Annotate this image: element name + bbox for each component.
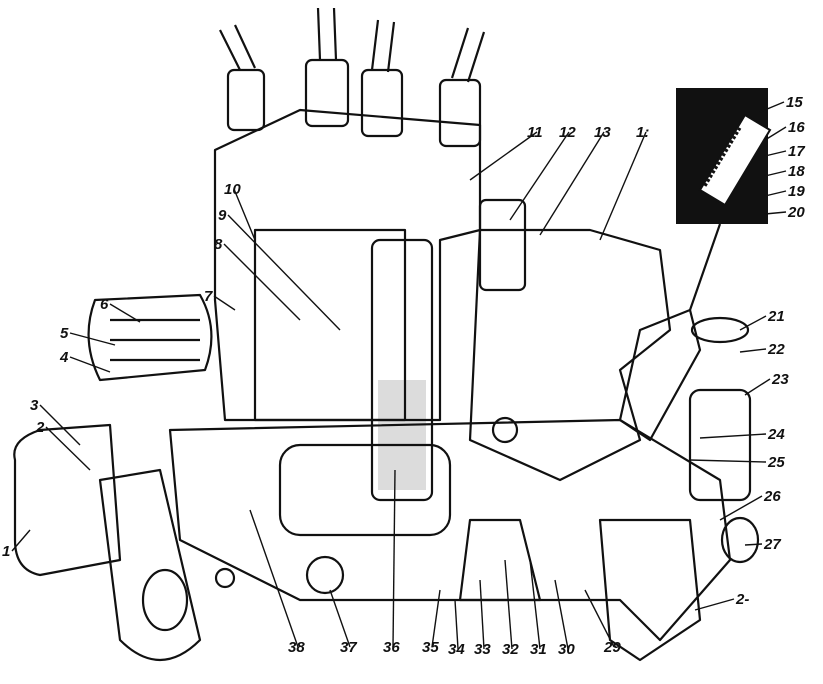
callout-label: 4: [59, 349, 69, 366]
callout-leader-line: [764, 126, 787, 141]
callout-label: 25: [767, 454, 785, 471]
callout-label: 5: [60, 325, 69, 342]
callout-label: 8: [214, 236, 223, 253]
callout-label: 36: [383, 639, 400, 656]
callout-label: 1:: [636, 124, 649, 141]
callout-leader-line: [469, 131, 538, 181]
callout-label: 29: [603, 639, 621, 656]
bevel-gear: [458, 518, 542, 602]
callout-leader-line: [739, 348, 767, 353]
callout-label: 2: [35, 419, 45, 436]
distributor-plunger: [370, 238, 434, 502]
callout-leader-line: [45, 426, 91, 471]
callout-label: 22: [767, 341, 785, 358]
callout-label: 35: [422, 639, 439, 656]
drive-flange: [13, 423, 122, 577]
callout-label: 18: [788, 163, 805, 180]
callout-label: 38: [288, 639, 305, 656]
callout-label: 31: [530, 641, 547, 658]
drive-shaft: [278, 443, 452, 537]
callout-label: 33: [474, 641, 491, 658]
callout-leader-line: [39, 404, 81, 446]
callout-leader-line: [554, 579, 569, 650]
callout-leader-line: [599, 131, 647, 241]
callout-label: 30: [558, 641, 575, 658]
callout-label: 21: [767, 308, 785, 325]
callout-label: 7: [204, 288, 213, 305]
governor-section: [468, 228, 672, 482]
callout-leader-line: [764, 170, 787, 177]
callout-label: 9: [218, 207, 227, 224]
callout-leader-line: [69, 356, 111, 373]
callout-label: 27: [763, 536, 781, 553]
callout-label: 20: [787, 204, 805, 221]
callout-label: 37: [340, 639, 357, 656]
valve-assembly: [618, 308, 702, 442]
outlet-cone: [598, 518, 702, 662]
callout-label: 10: [224, 181, 241, 198]
callout-leader-line: [764, 211, 787, 215]
head-cutaway: [253, 228, 407, 422]
callout-leader-line: [509, 131, 570, 221]
callout-label: 16: [788, 119, 805, 136]
callout-leader-line: [744, 378, 771, 396]
callout-leader-line: [454, 599, 459, 650]
callout-leader-line: [694, 598, 735, 611]
callout-leader-line: [233, 188, 256, 241]
callout-leader-line: [249, 509, 299, 648]
callout-leader-line: [764, 150, 787, 157]
callout-label: 3: [30, 397, 39, 414]
callout-leader-line: [479, 579, 485, 650]
callout-leader-line: [69, 332, 116, 346]
callout-leader-line: [744, 543, 763, 546]
callout-leader-line: [764, 190, 787, 197]
callout-label: 23: [771, 371, 789, 388]
callout-label: 17: [788, 143, 805, 160]
callout-leader-line: [392, 469, 396, 648]
fuel-lines: [219, 7, 486, 148]
callout-leader-line: [759, 101, 785, 113]
callout-label: 12: [559, 124, 576, 141]
callout-label: 19: [788, 183, 805, 200]
callout-leader-line: [213, 295, 236, 311]
callout-leader-line: [329, 589, 351, 648]
callout-label: 26: [763, 488, 781, 505]
callout-leader-line: [109, 303, 141, 323]
callout-leader-line: [719, 495, 763, 521]
pump-drawing: [13, 7, 772, 662]
pump-body: [168, 418, 732, 642]
callout-label: 6: [100, 296, 109, 313]
filter-housing: [688, 388, 752, 502]
callout-leader-line: [504, 559, 513, 650]
callout-label: 32: [502, 641, 519, 658]
governor-housing: [87, 293, 213, 382]
fuel-inlet: [305, 555, 345, 595]
callout-leader-line: [689, 459, 767, 463]
callout-leader-line: [529, 559, 541, 650]
callout-label: 11: [527, 124, 543, 141]
callout-label: 34: [448, 641, 465, 658]
callout-leader-line: [539, 131, 605, 236]
callout-label: 15: [786, 94, 803, 111]
callout-leader-line: [431, 589, 441, 648]
callout-label: 24: [767, 426, 785, 443]
pump-head-housing: [213, 108, 482, 422]
callout-label: 1: [2, 543, 10, 560]
callout-leader-line: [227, 214, 341, 331]
callout-leader-line: [584, 589, 615, 648]
valve-12: [478, 198, 527, 292]
callout-leader-line: [739, 315, 767, 331]
mounting-flange: [98, 468, 202, 661]
callout-label: 13: [594, 124, 611, 141]
callout-label: 2-: [735, 591, 749, 608]
callout-leader-line: [699, 433, 767, 439]
callout-leader-line: [223, 243, 301, 321]
adjusting-knob: [690, 316, 750, 344]
callout-leader-line: [11, 529, 31, 552]
